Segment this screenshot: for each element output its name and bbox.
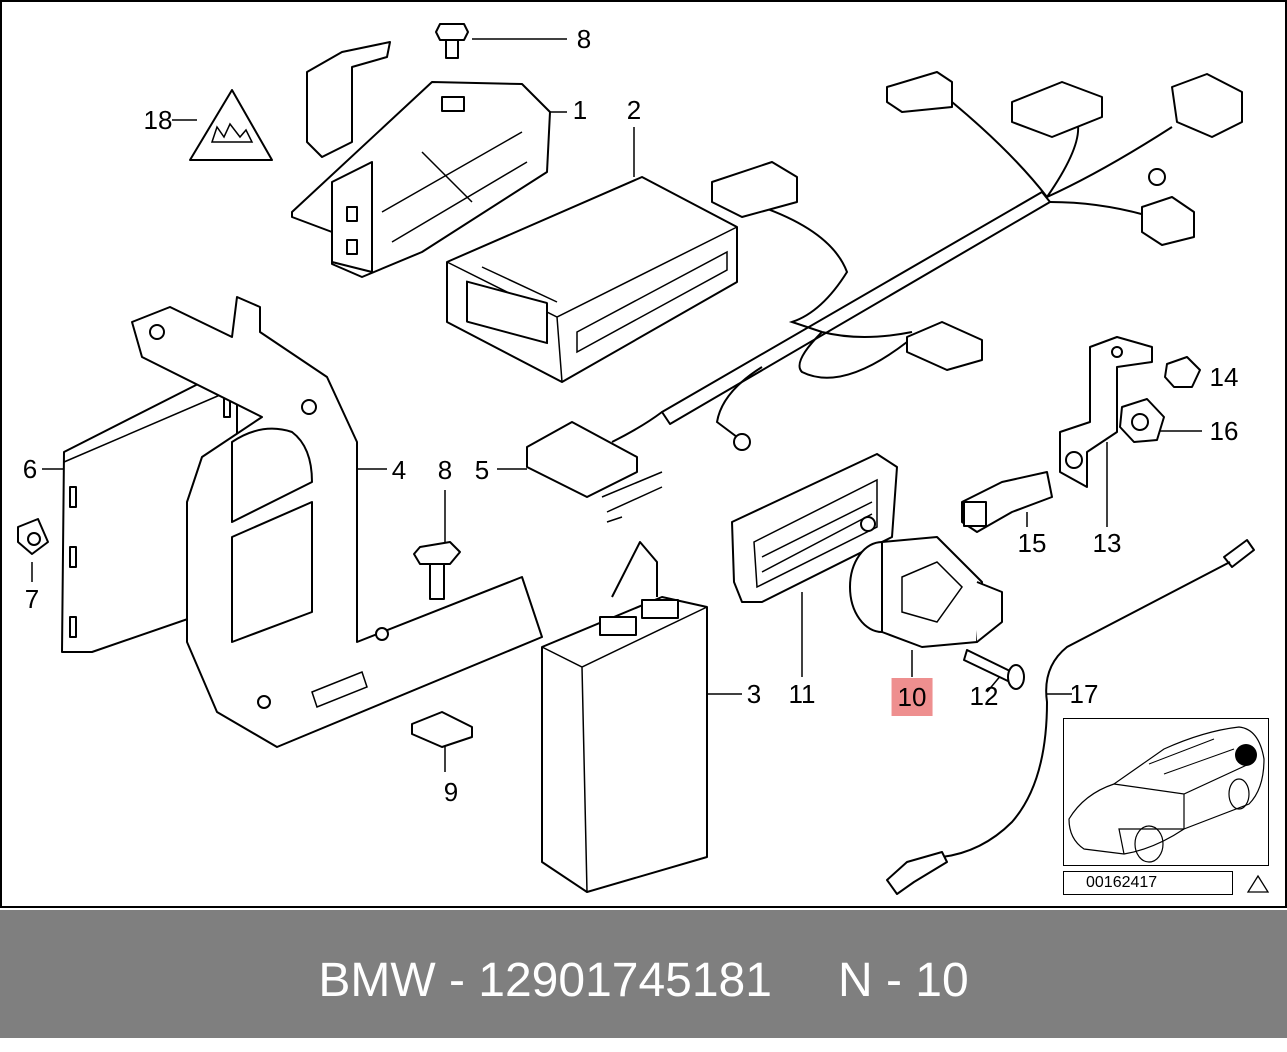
- callout-12: 12: [969, 681, 999, 711]
- parts-diagram: 1 2 3 4 5 6 7 8 8 9 10 11 12 13 14 15 16…: [0, 0, 1287, 908]
- large-bracket-part: [131, 296, 543, 748]
- connector-part: [526, 421, 663, 523]
- callout-15: 15: [1017, 528, 1047, 558]
- callout-18: 18: [143, 105, 173, 135]
- holder-bracket-part: [291, 41, 551, 278]
- callout-16: 16: [1209, 416, 1239, 446]
- callout-8-middle: 8: [437, 455, 453, 485]
- wiring-harness-part: [611, 71, 1243, 451]
- navigation-computer-part: [446, 176, 738, 383]
- vehicle-location-inset: [1063, 718, 1269, 866]
- bolt-part-middle: [413, 541, 461, 600]
- sensor-part: [849, 536, 1003, 648]
- warning-label-part: [189, 89, 273, 161]
- callout-3: 3: [746, 679, 762, 709]
- callout-13: 13: [1092, 528, 1122, 558]
- callout-4: 4: [391, 455, 407, 485]
- screw-part: [963, 649, 1025, 690]
- callout-10-highlighted: 10: [891, 678, 933, 716]
- callout-8-top: 8: [576, 24, 592, 54]
- callout-1: 1: [572, 95, 588, 125]
- antenna-cable-part: [886, 539, 1255, 895]
- part-number-text: BMW - 12901745181: [318, 954, 772, 1007]
- grommet-part: [17, 518, 49, 555]
- callout-14: 14: [1209, 362, 1239, 392]
- exploded-view-drawing: [17, 23, 1255, 895]
- switch-part: [961, 471, 1053, 533]
- clip-nut-part: [411, 711, 473, 748]
- part-number-footer: BMW - 12901745181 N - 10: [0, 910, 1287, 1038]
- position-number-text: N - 10: [837, 954, 969, 1007]
- callout-11: 11: [788, 679, 816, 709]
- car-silhouette-icon: [1068, 726, 1265, 863]
- trim-part: [731, 453, 898, 603]
- callout-6: 6: [22, 454, 38, 484]
- callout-2: 2: [626, 95, 642, 125]
- diagram-reference-number: 00162417: [1063, 871, 1233, 895]
- callout-17: 17: [1069, 679, 1099, 709]
- small-bracket-part: [1059, 336, 1153, 488]
- warning-triangle-icon: [1246, 874, 1270, 893]
- callout-9: 9: [443, 777, 459, 807]
- control-unit-part: [541, 541, 708, 893]
- bolt-part-top: [435, 23, 469, 59]
- callout-5: 5: [474, 455, 490, 485]
- nut-part-14: [1164, 356, 1201, 388]
- nut-part-16: [1119, 398, 1165, 443]
- callout-7: 7: [24, 584, 40, 614]
